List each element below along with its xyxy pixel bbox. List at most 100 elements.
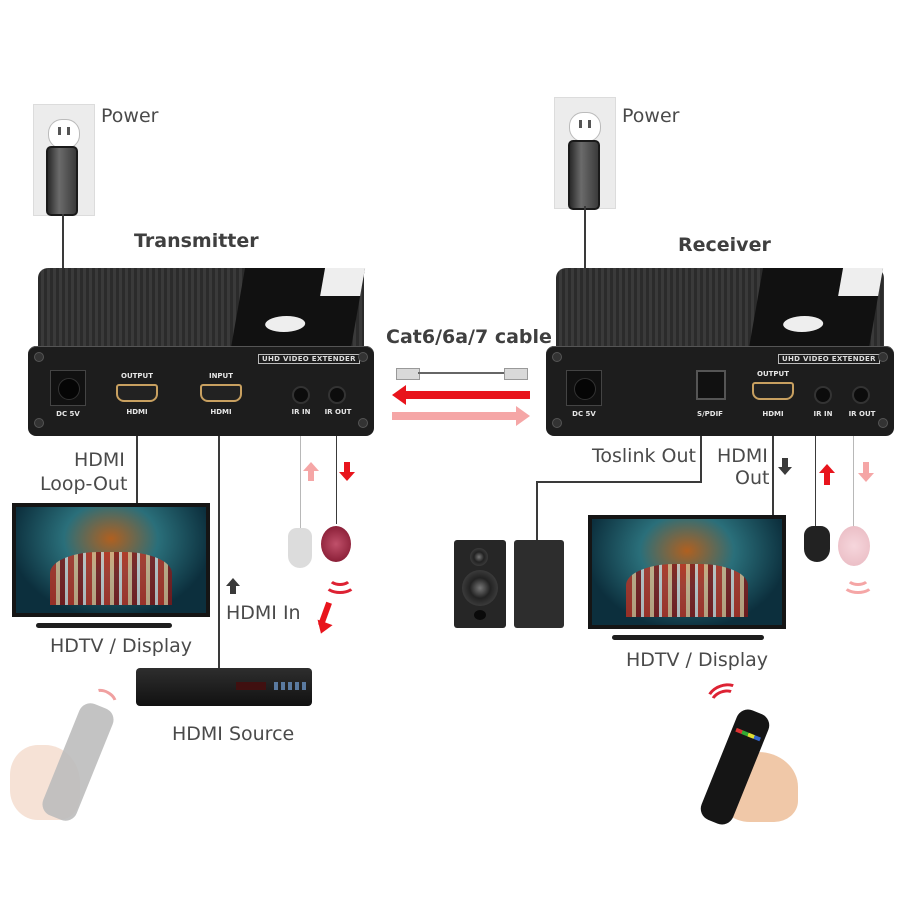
- ir-in-cable: [300, 436, 301, 528]
- ir-in-jack[interactable]: [292, 386, 310, 404]
- toslink-out-label: Toslink Out: [592, 445, 696, 467]
- ir-out-jack[interactable]: [328, 386, 346, 404]
- tweeter-icon: [470, 548, 488, 566]
- loop-out-label-2: Loop-Out: [40, 473, 128, 495]
- receiver-title: Receiver: [678, 234, 771, 256]
- player-buttons: [274, 682, 306, 690]
- bass-port: [474, 610, 486, 620]
- ir-receiver-sensor-icon: [288, 528, 312, 568]
- port-label-dc: DC 5V: [56, 410, 80, 418]
- ir-emitter-icon-faded: [838, 526, 870, 566]
- brand-logo-icon: [781, 316, 825, 332]
- screw-icon: [552, 352, 562, 362]
- hdmi-out-label-1: HDMI: [717, 445, 768, 467]
- loop-out-cable: [136, 436, 138, 504]
- hdmi-in-arrow-icon: [226, 578, 240, 586]
- spdif-toslink-port[interactable]: [696, 370, 726, 400]
- transmitter-top-heatsink: [38, 268, 366, 348]
- ir-in-up-arrow-icon: [819, 464, 835, 473]
- hdmi-input-port[interactable]: [200, 384, 242, 402]
- dc-power-port[interactable]: [50, 370, 86, 406]
- screw-icon: [878, 352, 888, 362]
- ir-signal-waves-icon-faded: [842, 574, 874, 594]
- port-label-ir-out: IR OUT: [848, 410, 876, 418]
- hdmi-in-cable: [218, 436, 220, 684]
- ir-in-up-arrow-shaft: [824, 473, 830, 485]
- power-adapter-transmitter: [46, 146, 78, 216]
- hdmi-out-label-2: Out: [735, 467, 770, 489]
- transmitter-badge: UHD VIDEO EXTENDER: [258, 354, 360, 364]
- receiver-power-label: Power: [622, 105, 680, 127]
- cable-label: Cat6/6a/7 cable: [386, 326, 552, 348]
- ir-out-cable-receiver: [853, 436, 854, 528]
- hdmi-source-label: HDMI Source: [172, 723, 295, 745]
- port-label-output-hdmi: HDMI: [762, 410, 784, 418]
- screw-icon: [358, 352, 368, 362]
- port-label-ir-out: IR OUT: [324, 408, 352, 416]
- player-display: [236, 682, 266, 690]
- tv-screen-image: [12, 503, 210, 617]
- port-label-output: OUTPUT: [121, 372, 153, 380]
- transmitter-top-label: [230, 268, 366, 348]
- ir-in-jack[interactable]: [814, 386, 832, 404]
- tv-stand: [612, 635, 764, 640]
- port-label-output: OUTPUT: [757, 370, 789, 378]
- receiver-tv-label: HDTV / Display: [626, 649, 769, 671]
- speaker-left: [454, 540, 506, 628]
- ir-emitter-icon: [321, 526, 351, 562]
- hdmi-out-arrow-icon: [778, 467, 792, 475]
- port-label-input: INPUT: [208, 372, 234, 380]
- transmitter-tv-label: HDTV / Display: [50, 635, 193, 657]
- toslink-cable-vertical: [700, 436, 702, 482]
- ir-in-cable-receiver: [815, 436, 816, 528]
- hdmi-in-arrow-shaft: [230, 586, 236, 594]
- receiver-top-label: [748, 268, 884, 348]
- ir-out-down-arrow-icon: [858, 473, 874, 482]
- signal-return-arrow-icon: [392, 385, 530, 405]
- hdmi-out-arrow-shaft: [782, 458, 788, 467]
- ir-out-down-arrow-shaft: [863, 462, 869, 473]
- ethernet-cable-icon: [396, 368, 528, 380]
- ir-in-up-arrow-shaft: [308, 471, 314, 481]
- ir-emit-diagonal-arrowhead: [313, 619, 333, 637]
- toslink-cable-horizontal: [536, 481, 702, 483]
- hdmi-output-port[interactable]: [752, 382, 794, 400]
- loop-out-label-1: HDMI: [74, 449, 125, 471]
- receiver-hdtv: [588, 515, 786, 640]
- screw-icon: [552, 418, 562, 428]
- speaker-right: [514, 540, 564, 628]
- toslink-cable-to-speaker: [536, 481, 538, 541]
- woofer-icon: [462, 570, 498, 606]
- ir-out-jack[interactable]: [852, 386, 870, 404]
- transmitter-power-label: Power: [101, 105, 159, 127]
- screw-icon: [34, 418, 44, 428]
- outlet-face-icon: [569, 112, 601, 142]
- port-label-ir-in: IR IN: [813, 410, 833, 418]
- ir-signal-waves-icon: [324, 574, 356, 594]
- port-label-spdif: S/PDIF: [697, 410, 723, 418]
- port-label-input-hdmi: HDMI: [210, 408, 232, 416]
- tv-screen-image: [588, 515, 786, 629]
- receiver-top-heatsink: [556, 268, 884, 348]
- power-adapter-receiver: [568, 140, 600, 210]
- hdmi-source-player: [136, 668, 312, 706]
- brand-logo-icon: [263, 316, 307, 332]
- ir-out-cable: [336, 436, 337, 524]
- port-label-dc: DC 5V: [572, 410, 596, 418]
- tv-stand: [36, 623, 172, 628]
- ir-receiver-sensor-icon: [804, 526, 830, 562]
- ir-in-up-arrow-icon: [303, 462, 319, 471]
- hdmi-out-cable: [772, 436, 774, 516]
- transmitter-title: Transmitter: [134, 230, 259, 252]
- outlet-face-icon: [48, 119, 80, 149]
- hdmi-in-label: HDMI In: [226, 602, 301, 624]
- screw-icon: [878, 418, 888, 428]
- transmitter-device: UHD VIDEO EXTENDER DC 5V OUTPUT HDMI INP…: [28, 268, 374, 438]
- screw-icon: [34, 352, 44, 362]
- hdmi-output-port[interactable]: [116, 384, 158, 402]
- ir-out-down-arrow-shaft: [344, 462, 350, 472]
- port-label-output-hdmi: HDMI: [126, 408, 148, 416]
- receiver-front-panel: UHD VIDEO EXTENDER DC 5V S/PDIF OUTPUT H…: [546, 346, 894, 436]
- remote-signal-waves-icon: [702, 678, 746, 716]
- dc-power-port[interactable]: [566, 370, 602, 406]
